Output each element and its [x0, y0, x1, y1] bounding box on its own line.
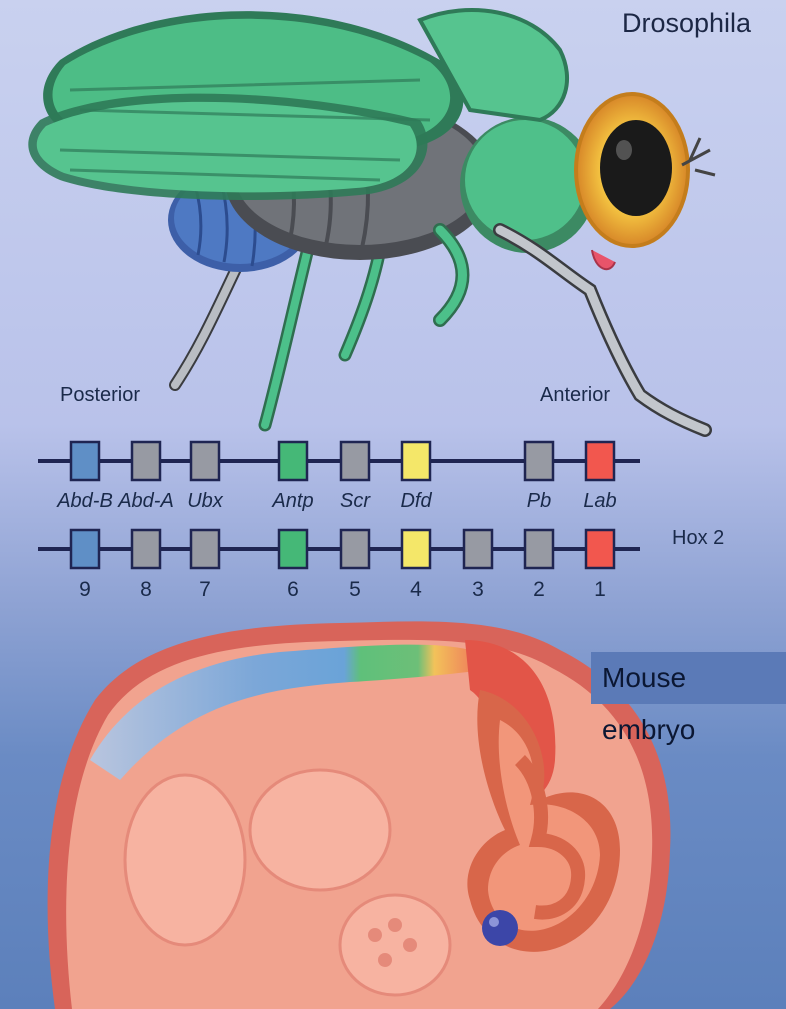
hox2-number-2: 2 [533, 578, 545, 602]
gene-label-dfd: Dfd [400, 490, 431, 513]
drosophila-gene-box-pb [525, 442, 553, 480]
mouse-embryo-label: Mouse embryo [591, 652, 786, 704]
anterior-label: Anterior [540, 384, 610, 407]
mouse-embryo [48, 621, 671, 1009]
hox2-gene-box-7 [191, 530, 219, 568]
gene-label-antp: Antp [272, 490, 313, 513]
drosophila-gene-box-abd-a [132, 442, 160, 480]
hox2-number-9: 9 [79, 578, 91, 602]
drosophila-label: Drosophila [622, 8, 751, 39]
hox2-gene-box-2 [525, 530, 553, 568]
drosophila-gene-boxes [71, 442, 614, 480]
hox2-number-8: 8 [140, 578, 152, 602]
drosophila-gene-box-scr [341, 442, 369, 480]
hox2-gene-box-1 [586, 530, 614, 568]
hox2-gene-box-9 [71, 530, 99, 568]
hox2-number-3: 3 [472, 578, 484, 602]
hox2-gene-boxes [71, 530, 614, 568]
gene-label-scr: Scr [340, 490, 370, 513]
hox2-gene-box-4 [402, 530, 430, 568]
gene-label-lab: Lab [583, 490, 616, 513]
hox2-gene-box-8 [132, 530, 160, 568]
drosophila-gene-box-dfd [402, 442, 430, 480]
hox2-number-5: 5 [349, 578, 361, 602]
gene-label-abd-b: Abd-B [57, 490, 113, 513]
drosophila-gene-box-ubx [191, 442, 219, 480]
drosophila-gene-box-antp [279, 442, 307, 480]
drosophila-gene-box-abd-b [71, 442, 99, 480]
hox2-number-4: 4 [410, 578, 422, 602]
posterior-label: Posterior [60, 384, 140, 407]
hox2-label: Hox 2 [672, 527, 724, 550]
hox2-number-7: 7 [199, 578, 211, 602]
gene-label-ubx: Ubx [187, 490, 223, 513]
drosophila-gene-box-lab [586, 442, 614, 480]
hox2-gene-box-5 [341, 530, 369, 568]
gene-label-pb: Pb [527, 490, 551, 513]
hox2-gene-box-3 [464, 530, 492, 568]
hox2-number-1: 1 [594, 578, 606, 602]
hox2-gene-box-6 [279, 530, 307, 568]
gene-label-abd-a: Abd-A [118, 490, 174, 513]
hox2-number-6: 6 [287, 578, 299, 602]
